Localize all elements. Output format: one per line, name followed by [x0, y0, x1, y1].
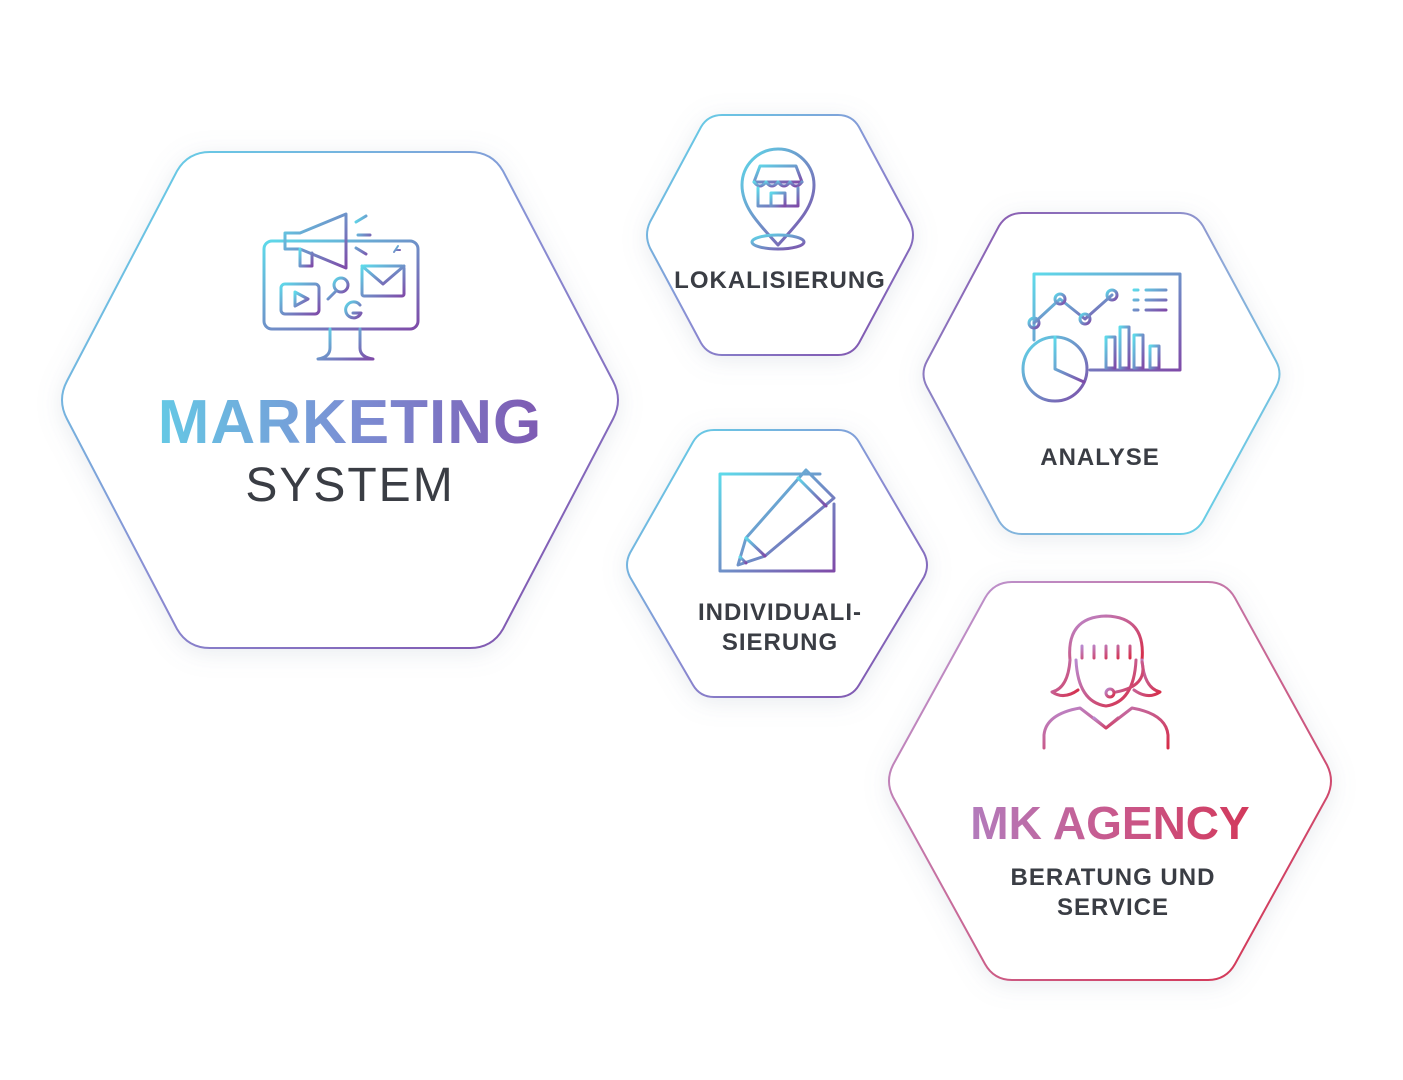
headset-support-agent-icon [1042, 614, 1170, 750]
analyse-label: ANALYSE [1040, 444, 1160, 471]
hex-individualisierung [626, 429, 928, 698]
mk-agency-label-line1: BERATUNG UND [1010, 864, 1216, 891]
pencil-edit-icon [718, 468, 836, 573]
mk-agency-title: MK AGENCY [910, 795, 1310, 851]
lokalisierung-label: LOKALISIERUNG [674, 267, 886, 294]
hex-mk-agency [888, 581, 1332, 981]
hex-marketing-system [61, 151, 619, 649]
mk-agency-label-line2: SERVICE [1057, 894, 1169, 921]
analytics-dashboard-icon [1021, 272, 1182, 403]
store-location-pin-icon [740, 147, 816, 251]
marketing-title: MARKETING [100, 390, 600, 456]
hex-analyse [922, 212, 1281, 535]
individualisierung-label-line1: INDIVIDUALI- [698, 599, 862, 626]
marketing-subtitle: SYSTEM [245, 459, 455, 512]
individualisierung-label-line2: SIERUNG [721, 629, 839, 656]
monitor-marketing-icon [262, 212, 420, 361]
